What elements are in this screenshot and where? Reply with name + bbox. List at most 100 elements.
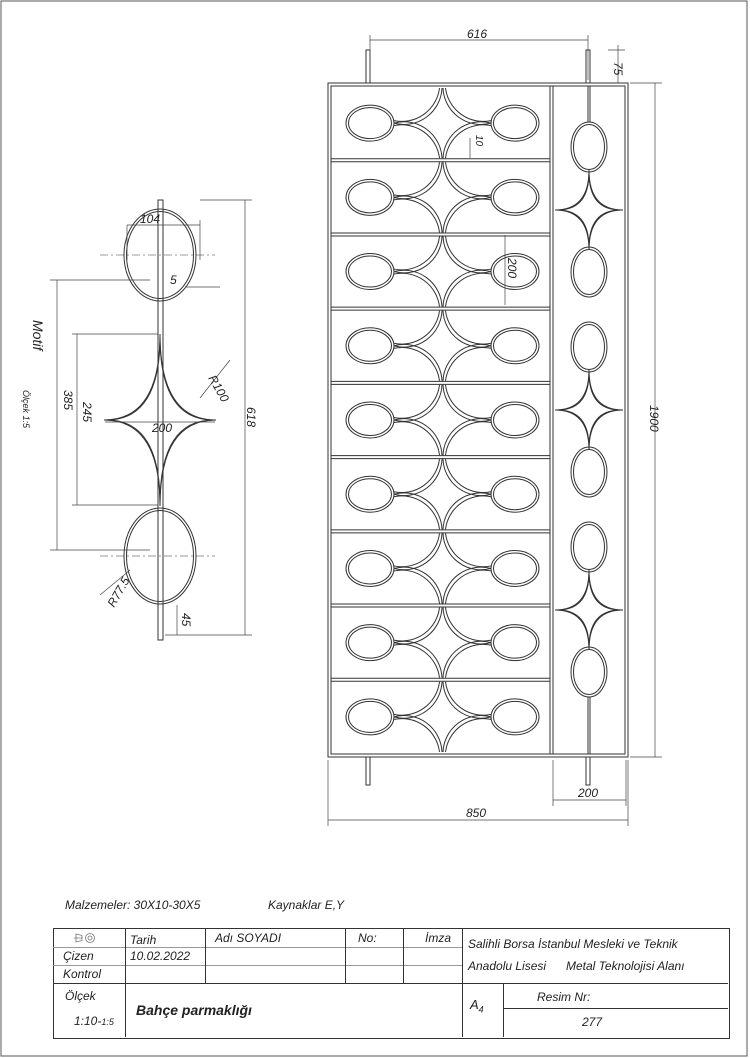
col-no: No: xyxy=(358,931,377,945)
school-line2: Anadolu Lisesi xyxy=(468,959,547,973)
drawn-date: 10.02.2022 xyxy=(130,949,191,963)
row-check: Kontrol xyxy=(63,967,102,981)
star-arc xyxy=(106,336,214,504)
row-drawn: Çizen xyxy=(63,949,94,963)
star-arc xyxy=(554,569,624,651)
row-arc xyxy=(393,681,492,753)
row-arc xyxy=(393,162,492,233)
dim-line xyxy=(99,569,131,596)
row-arc xyxy=(393,681,492,753)
row-arc xyxy=(393,459,492,530)
col-name: Adı SOYADI xyxy=(215,931,282,945)
ellipse-ring-inner xyxy=(493,626,537,659)
ellipse-ring-inner xyxy=(573,124,605,170)
ellipse-ring-inner xyxy=(348,404,392,436)
star-arc xyxy=(554,369,624,451)
star-arc xyxy=(557,172,621,248)
row-arc xyxy=(393,310,492,381)
motif-title: Motif xyxy=(30,320,46,352)
ellipse-ring-inner xyxy=(493,478,537,511)
col-date: Tarih xyxy=(130,933,157,947)
ellipse-ring-inner xyxy=(348,255,392,288)
dim-75: 75 xyxy=(611,62,625,76)
ellipse-ring-inner xyxy=(493,329,537,362)
ellipse-ring-inner xyxy=(493,107,537,140)
ellipse-ring-inner xyxy=(348,107,392,140)
motif-bar xyxy=(157,199,164,641)
star-arc xyxy=(103,333,217,507)
dim-r77-5: R77.5 xyxy=(104,574,132,609)
welds-note: Kaynaklar E,Y xyxy=(268,898,345,912)
dim-45: 45 xyxy=(179,613,193,627)
dim-10: 10 xyxy=(473,135,484,147)
paper-size-letter: A xyxy=(470,997,479,1012)
ellipse-ring-inner xyxy=(493,700,537,733)
dim-r100: R100 xyxy=(205,373,232,405)
ellipse-ring-inner xyxy=(493,255,537,288)
railing-panel xyxy=(327,49,629,786)
ellipse-ring-inner xyxy=(348,181,392,214)
ellipse-ring-inner xyxy=(348,626,392,659)
row-arc xyxy=(393,384,492,456)
row-arc xyxy=(393,87,492,159)
scale-value-small: 1:5 xyxy=(101,1017,114,1027)
row-arc xyxy=(393,236,492,307)
panel-frame xyxy=(327,82,629,758)
row-arc xyxy=(393,87,492,159)
dim-5: 5 xyxy=(170,273,177,287)
dim-200-star: 200 xyxy=(151,421,172,435)
row-arc xyxy=(393,533,492,604)
scale-label: Ölçek xyxy=(65,989,96,1003)
ellipse-ring-inner xyxy=(126,510,194,602)
row-arc xyxy=(393,459,492,530)
scale-value-main: 1:10- xyxy=(74,1014,102,1028)
dim-618: 618 xyxy=(244,407,258,427)
ellipse-ring-inner xyxy=(348,478,392,511)
dim-245: 245 xyxy=(80,401,94,422)
dimensions xyxy=(50,35,662,826)
drawing-no: 277 xyxy=(582,1015,603,1029)
row-arc xyxy=(393,607,492,678)
ellipse-ring-inner xyxy=(573,524,605,570)
row-arc xyxy=(393,533,492,604)
dim-104: 104 xyxy=(140,212,160,226)
projection-icon xyxy=(74,933,95,943)
department: Metal Teknolojisi Alanı xyxy=(566,959,685,973)
ellipse-ring-inner xyxy=(573,324,605,370)
dim-1900: 1900 xyxy=(647,405,661,432)
ellipse-ring-inner xyxy=(493,404,537,436)
ellipse-ring-inner xyxy=(348,329,392,362)
motif-scale: Ölçek 1:5 xyxy=(21,390,31,429)
school-line1: Salihli Borsa İstanbul Mesleki ve Teknik xyxy=(468,937,678,951)
dim-850: 850 xyxy=(466,806,486,820)
drawing-title: Bahçe parmaklığı xyxy=(136,1002,252,1018)
row-arc xyxy=(393,607,492,678)
star-arc xyxy=(554,169,624,251)
dim-line xyxy=(199,359,231,399)
paper-size: A4 xyxy=(470,997,484,1015)
star-arc xyxy=(557,372,621,448)
dim-385: 385 xyxy=(61,390,75,410)
ellipse-ring-inner xyxy=(126,211,194,299)
ellipse-ring-inner xyxy=(348,700,392,733)
dim-616: 616 xyxy=(467,27,487,41)
paper-size-number: 4 xyxy=(478,1004,484,1015)
row-arc xyxy=(393,384,492,456)
scale-value: 1:10-1:5 xyxy=(74,1014,114,1028)
dim-200-side: 200 xyxy=(577,786,598,800)
row-arc xyxy=(393,310,492,381)
star-arc xyxy=(557,572,621,648)
panel-frame-inner xyxy=(330,85,626,755)
dim-200-row: 200 xyxy=(505,257,519,278)
ellipse-ring-inner xyxy=(348,552,392,585)
row-arc xyxy=(393,236,492,307)
row-arc xyxy=(393,162,492,233)
materials-note: Malzemeler: 30X10-30X5 xyxy=(65,898,201,912)
ellipse-ring-inner xyxy=(493,552,537,585)
drawing-no-label: Resim Nr: xyxy=(537,990,591,1004)
motif-detail xyxy=(100,199,217,641)
col-sign: İmza xyxy=(425,931,452,945)
